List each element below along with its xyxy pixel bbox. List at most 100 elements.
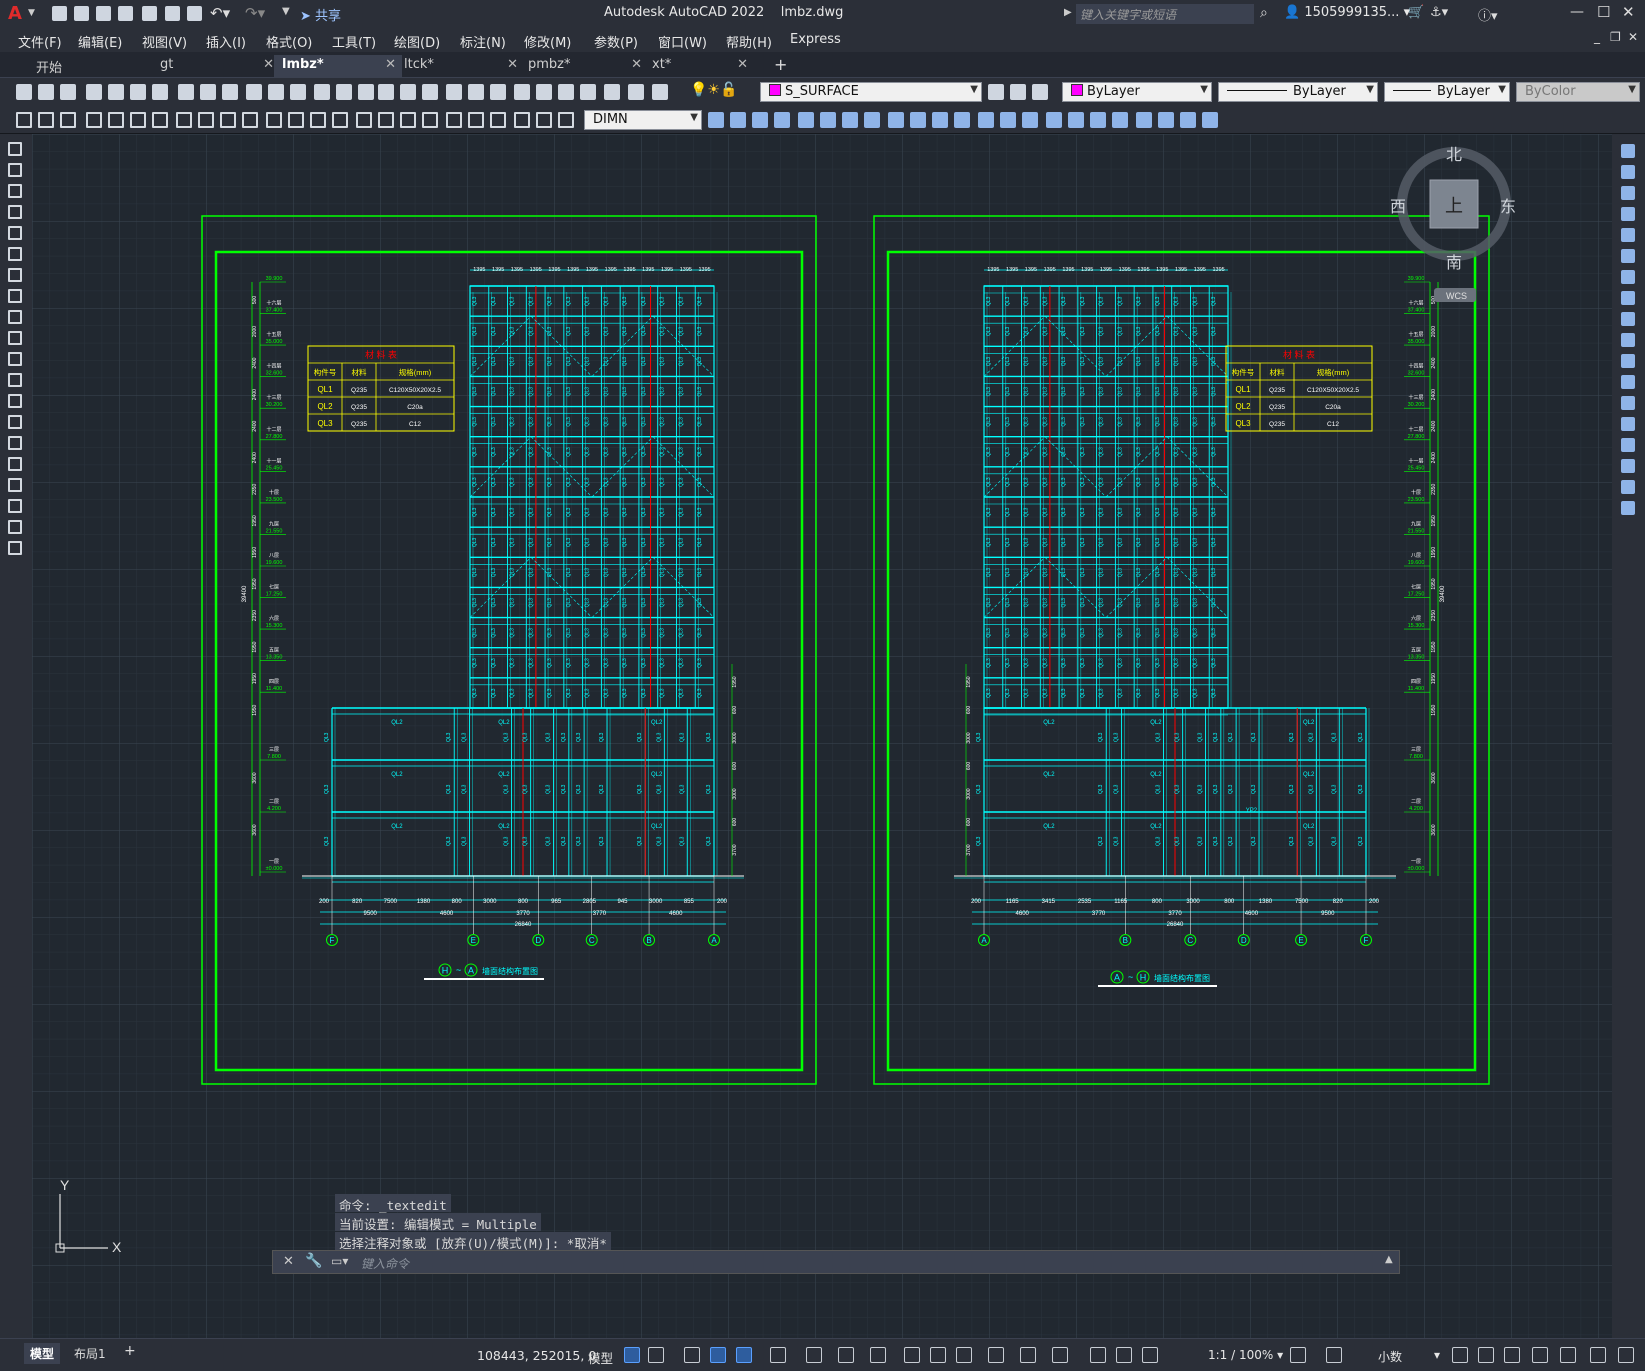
close-tab-icon[interactable]: ✕	[263, 57, 274, 72]
tool-palettes-icon[interactable]	[446, 84, 462, 100]
viewcube-north[interactable]: 北	[1446, 146, 1462, 164]
ucs-view-icon[interactable]	[1136, 112, 1152, 128]
jogged-dim-icon[interactable]	[130, 112, 146, 128]
command-prompt-icon[interactable]: ▭▾	[331, 1254, 349, 1268]
menu-edit[interactable]: 编辑(E)	[78, 36, 123, 51]
close-tab-icon[interactable]: ✕	[737, 57, 748, 72]
quick-dim-icon[interactable]	[198, 112, 214, 128]
redo-icon[interactable]	[290, 84, 306, 100]
diameter-dim-icon[interactable]	[152, 112, 168, 128]
ucs-face-icon[interactable]	[1090, 112, 1106, 128]
command-customize-icon[interactable]: 🔧	[305, 1253, 323, 1269]
ucs-y-icon[interactable]	[932, 112, 948, 128]
3d-osnap-icon[interactable]	[988, 1347, 1004, 1363]
blend-curves-icon[interactable]	[1621, 480, 1635, 494]
save-as-icon[interactable]	[118, 6, 133, 21]
maximize-icon[interactable]: ☐	[1597, 3, 1611, 21]
polar-tracking-icon[interactable]	[770, 1347, 786, 1363]
object-snap-tracking-icon[interactable]	[838, 1347, 854, 1363]
open-icon[interactable]	[580, 84, 596, 100]
make-block-icon[interactable]	[8, 394, 22, 408]
construction-line-icon[interactable]	[8, 163, 22, 177]
ucs-face-icon[interactable]	[774, 112, 790, 128]
close-icon[interactable]: ✕	[1622, 3, 1635, 21]
menu-help[interactable]: 帮助(H)	[726, 36, 772, 51]
ucs-zaxis-icon[interactable]	[864, 112, 880, 128]
stretch-icon[interactable]	[1621, 312, 1635, 326]
menu-express[interactable]: Express	[790, 32, 841, 47]
trim-icon[interactable]	[1621, 333, 1635, 347]
viewcube-east[interactable]: 东	[1500, 198, 1516, 216]
arc-length-icon[interactable]	[60, 112, 76, 128]
ucs-object-icon[interactable]	[1112, 112, 1128, 128]
transparency-icon[interactable]	[930, 1347, 946, 1363]
isodraft-icon[interactable]	[806, 1347, 822, 1363]
zoom-realtime-icon[interactable]	[336, 84, 352, 100]
continue-dim-icon[interactable]	[242, 112, 258, 128]
revision-cloud-icon[interactable]	[8, 289, 22, 303]
layer-state-icon[interactable]: 💡☀🔓	[690, 82, 738, 98]
selection-filter-icon[interactable]	[1052, 1347, 1068, 1363]
tab-lmbz[interactable]: lmbz*✕	[274, 55, 402, 77]
aligned-dim-icon[interactable]	[490, 112, 506, 128]
ucs-3point-icon[interactable]	[1202, 112, 1218, 128]
polygon-icon[interactable]	[8, 205, 22, 219]
command-scroll-icon[interactable]: ▲	[1385, 1254, 1393, 1265]
linear-dim-icon[interactable]	[16, 112, 32, 128]
tolerance-icon[interactable]	[310, 112, 326, 128]
hardware-acceleration-icon[interactable]	[1560, 1347, 1576, 1363]
inspect-icon[interactable]	[356, 112, 372, 128]
menu-window[interactable]: 窗口(W)	[658, 36, 707, 51]
menu-format[interactable]: 格式(O)	[266, 36, 313, 51]
plot-icon[interactable]	[86, 84, 102, 100]
dim-break-icon[interactable]	[288, 112, 304, 128]
viewcube-west[interactable]: 西	[1390, 199, 1406, 216]
workspace-gear-icon[interactable]	[1290, 1347, 1306, 1363]
share-button[interactable]: ➤ 共享	[300, 5, 341, 24]
help-icon[interactable]: ⓘ▾	[1478, 9, 1498, 24]
doc-close-icon[interactable]: ✕	[1628, 30, 1639, 44]
rectangle-icon[interactable]	[8, 226, 22, 240]
ucs-world-icon[interactable]	[1046, 112, 1062, 128]
customization-icon[interactable]	[1618, 1347, 1634, 1363]
ortho-icon[interactable]	[736, 1347, 752, 1363]
layer-dropdown[interactable]: S_SURFACE▼	[760, 82, 982, 102]
offset-icon[interactable]	[1621, 207, 1635, 221]
linear-dim-icon[interactable]	[468, 112, 484, 128]
tab-ltck[interactable]: ltck*✕	[396, 55, 524, 77]
lock-ui-icon[interactable]	[1504, 1347, 1520, 1363]
center-mark-icon[interactable]	[332, 112, 348, 128]
erase-icon[interactable]	[1621, 144, 1635, 158]
new-tab-icon[interactable]: +	[774, 55, 788, 74]
jogged-linear-icon[interactable]	[378, 112, 394, 128]
new-icon[interactable]	[558, 84, 574, 100]
save-icon[interactable]	[604, 84, 620, 100]
table-icon[interactable]	[8, 499, 22, 513]
ucs-x-icon[interactable]	[910, 112, 926, 128]
new-icon[interactable]	[16, 84, 32, 100]
command-input[interactable]: 键入命令	[361, 1257, 410, 1271]
isolate-objects-icon[interactable]	[1532, 1347, 1548, 1363]
save-icon[interactable]	[96, 6, 111, 21]
a360-icon[interactable]: ⚓▾	[1430, 5, 1449, 20]
circle-icon[interactable]	[8, 268, 22, 282]
new-layout-icon[interactable]: +	[124, 1343, 136, 1359]
break-icon[interactable]	[1621, 396, 1635, 410]
layer-previous-icon[interactable]	[1010, 84, 1026, 100]
named-ucs-icon[interactable]	[1000, 112, 1016, 128]
gradient-icon[interactable]	[8, 457, 22, 471]
linetype-dropdown[interactable]: ByLayer▼	[1218, 82, 1378, 102]
radius-dim-icon[interactable]	[558, 112, 574, 128]
ucs-icon[interactable]	[1022, 112, 1038, 128]
apply-ucs-icon[interactable]	[978, 112, 994, 128]
dimstyle-dropdown[interactable]: DIMN▼	[584, 110, 702, 130]
quick-properties-icon[interactable]	[1478, 1347, 1494, 1363]
layer-props-icon[interactable]	[988, 84, 1004, 100]
tab-xt[interactable]: xt*✕	[644, 55, 754, 77]
dynamic-ucs-icon[interactable]	[1020, 1347, 1036, 1363]
annotation-scale[interactable]: 1:1 / 100% ▾	[1208, 1348, 1284, 1362]
add-selected-icon[interactable]	[8, 541, 22, 555]
plot-icon[interactable]	[628, 84, 644, 100]
line-icon[interactable]	[8, 142, 22, 156]
